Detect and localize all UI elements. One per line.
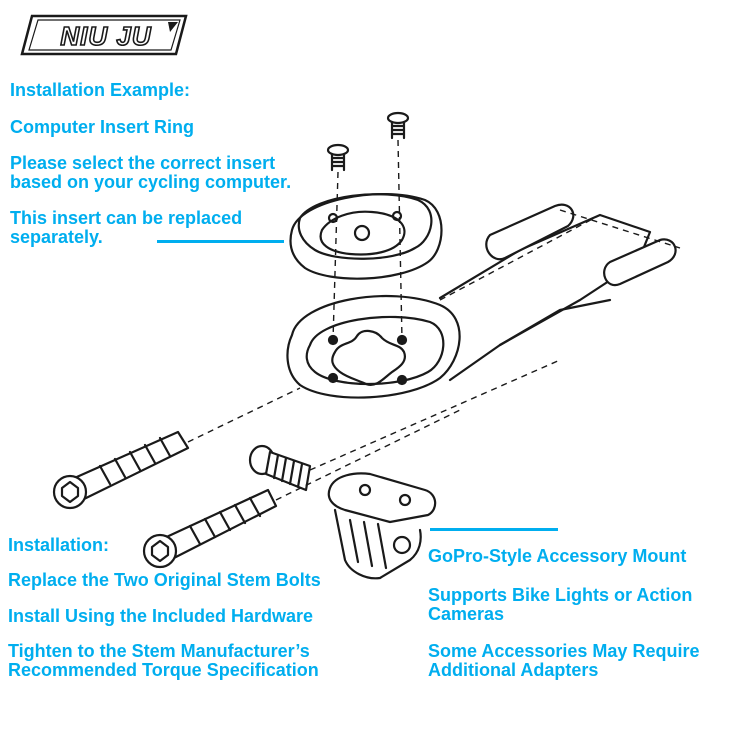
gopro-mount-label: GoPro-Style Accessory Mount [428,546,687,566]
replaced-line1: This insert can be replaced [10,208,243,228]
replace-bolts-label: Replace the Two Original Stem Bolts [8,570,321,590]
select-insert-line1: Please select the correct insert [10,153,276,173]
installation-example-heading: Installation Example: [10,80,191,100]
insert-callout-rule [157,240,284,243]
install-hardware-label: Install Using the Included Hardware [8,606,314,626]
supports-line1: Supports Bike Lights or Action [428,585,693,605]
computer-insert-ring-label: Computer Insert Ring [10,117,195,137]
tighten-line1: Tighten to the Stem Manufacturer’s [8,641,310,661]
supports-line2: Cameras [428,604,505,624]
niu-ju-logo: NIU JU [20,14,188,56]
tighten-line2: Recommended Torque Specification [8,660,319,680]
select-insert-line2: based on your cycling computer. [10,172,292,192]
logo-wordmark: NIU JU [60,21,151,51]
adapters-line2: Additional Adapters [428,660,599,680]
adapters-line1: Some Accessories May Require [428,641,700,661]
replaced-line2: separately. [10,227,103,247]
gopro-callout-rule [430,528,558,531]
installation-heading: Installation: [8,535,110,555]
